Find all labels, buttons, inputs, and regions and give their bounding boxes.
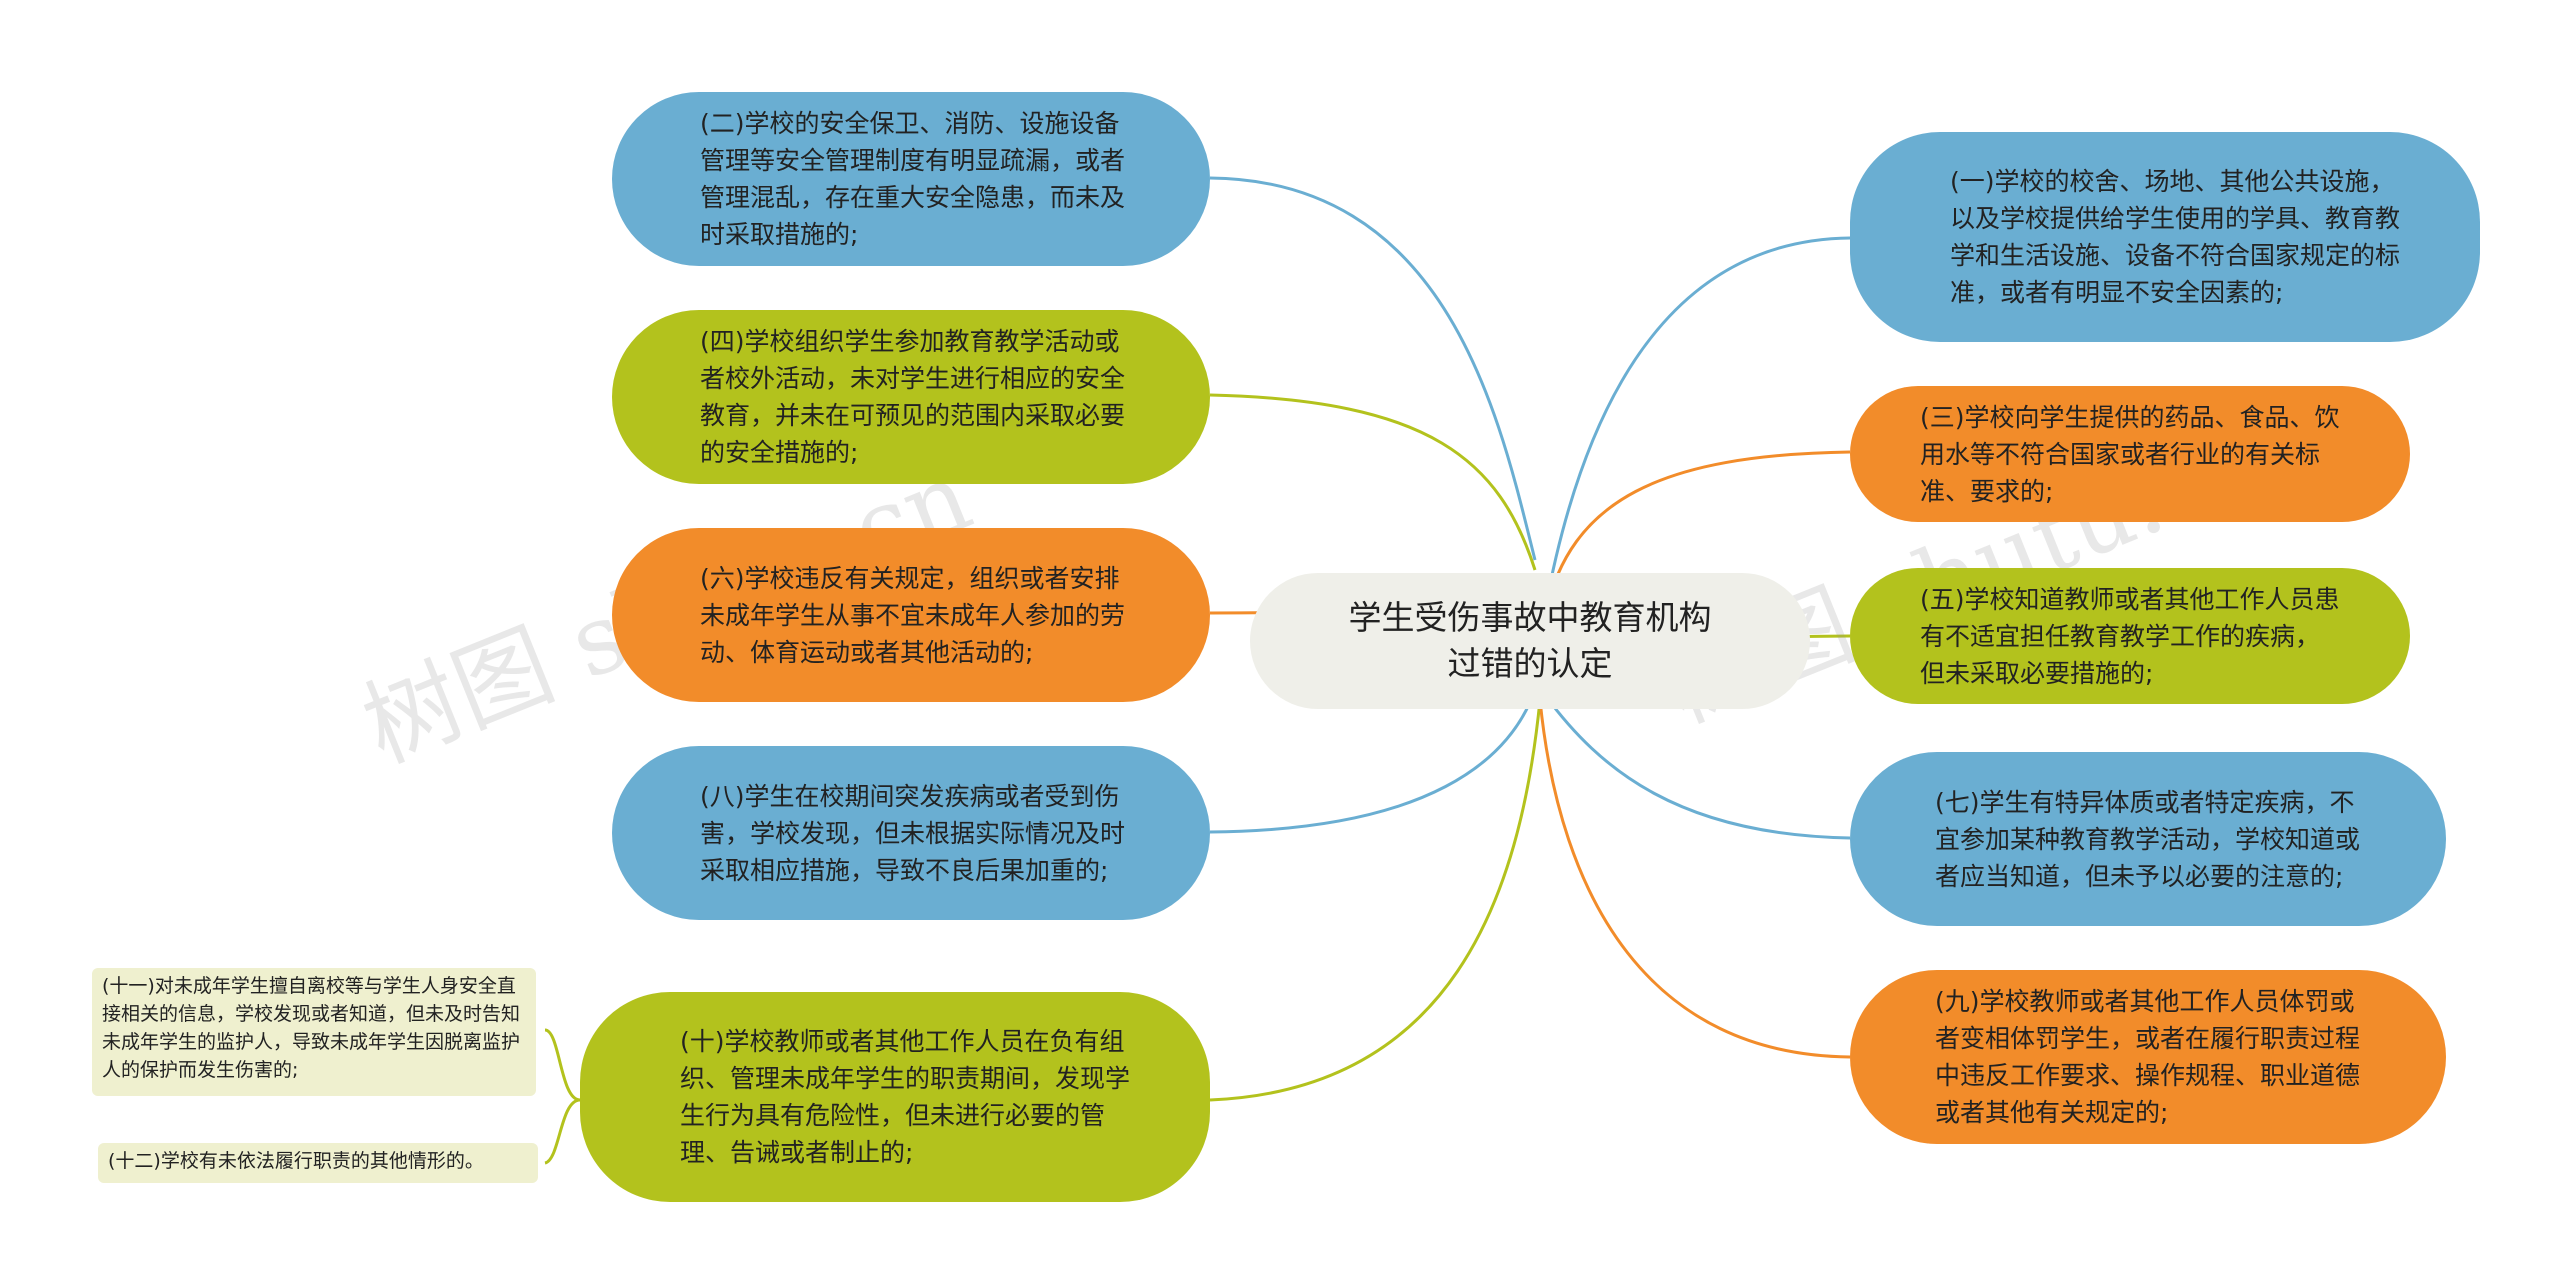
connector-ten [1209, 699, 1542, 1102]
node-four-text: (四)学校组织学生参加教育教学活动或者校外活动，未对学生进行相应的安全教育，并未… [700, 327, 1126, 467]
node-seven[interactable]: (七)学生有特异体质或者特定疾病，不宜参加某种教育教学活动，学校知道或者应当知道… [1850, 752, 2446, 926]
node-six[interactable]: (六)学校违反有关规定，组织或者安排未成年学生从事不宜未成年人参加的劳动、体育运… [612, 528, 1210, 702]
node-five-text: (五)学校知道教师或者其他工作人员患有不适宜担任教育教学工作的疾病，但未采取必要… [1920, 584, 2340, 688]
node-one-text: (一)学校的校舍、场地、其他公共设施，以及学校提供给学生使用的学具、教育教学和生… [1950, 167, 2401, 307]
leaf-twelve-text: (十二)学校有未依法履行职责的其他情形的。 [108, 1150, 484, 1172]
node-three-text: (三)学校向学生提供的药品、食品、饮用水等不符合国家或者行业的有关标准、要求的; [1920, 402, 2340, 506]
leaf-twelve[interactable]: (十二)学校有未依法履行职责的其他情形的。 [98, 1143, 538, 1183]
node-nine-text: (九)学校教师或者其他工作人员体罚或者变相体罚学生，或者在履行职责过程中违反工作… [1935, 987, 2361, 1127]
node-seven-text: (七)学生有特异体质或者特定疾病，不宜参加某种教育教学活动，学校知道或者应当知道… [1935, 787, 2361, 891]
node-eight[interactable]: (八)学生在校期间突发疾病或者受到伤害，学校发现，但未根据实际情况及时采取相应措… [612, 746, 1210, 920]
node-eight-text: (八)学生在校期间突发疾病或者受到伤害，学校发现，但未根据实际情况及时采取相应措… [700, 781, 1126, 885]
node-two-text: (二)学校的安全保卫、消防、设施设备管理等安全管理制度有明显疏漏，或者管理混乱，… [700, 109, 1126, 249]
connector-seven [1543, 694, 1851, 840]
node-ten-text: (十)学校教师或者其他工作人员在负有组织、管理未成年学生的职责期间，发现学生行为… [680, 1027, 1131, 1167]
connector-four [1209, 393, 1537, 571]
connector-two [1209, 176, 1537, 561]
node-nine[interactable]: (九)学校教师或者其他工作人员体罚或者变相体罚学生，或者在履行职责过程中违反工作… [1850, 970, 2446, 1144]
leaf-eleven[interactable]: (十一)对未成年学生擅自离校等与学生人身安全直接相关的信息，学校发现或者知道，但… [92, 968, 536, 1096]
node-six-text: (六)学校违反有关规定，组织或者安排未成年学生从事不宜未成年人参加的劳动、体育运… [700, 563, 1126, 667]
center-topic-line2: 过错的认定 [1447, 644, 1613, 683]
connector-three [1543, 450, 1851, 616]
node-three[interactable]: (三)学校向学生提供的药品、食品、饮用水等不符合国家或者行业的有关标准、要求的; [1850, 386, 2410, 522]
node-ten[interactable]: (十)学校教师或者其他工作人员在负有组织、管理未成年学生的职责期间，发现学生行为… [580, 992, 1210, 1202]
connector-nine [1538, 699, 1851, 1059]
center-topic-line1: 学生受伤事故中教育机构 [1348, 598, 1712, 637]
node-four[interactable]: (四)学校组织学生参加教育教学活动或者校外活动，未对学生进行相应的安全教育，并未… [612, 310, 1210, 484]
center-topic[interactable]: 学生受伤事故中教育机构 过错的认定 [1250, 573, 1810, 709]
connector-eight [1209, 689, 1537, 834]
node-two[interactable]: (二)学校的安全保卫、消防、设施设备管理等安全管理制度有明显疏漏，或者管理混乱，… [612, 92, 1210, 266]
connector-one [1543, 236, 1851, 611]
leaf-eleven-text: (十一)对未成年学生擅自离校等与学生人身安全直接相关的信息，学校发现或者知道，但… [102, 975, 521, 1081]
node-five[interactable]: (五)学校知道教师或者其他工作人员患有不适宜担任教育教学工作的疾病，但未采取必要… [1850, 568, 2410, 704]
connector-leaves [544, 1028, 581, 1165]
node-one[interactable]: (一)学校的校舍、场地、其他公共设施，以及学校提供给学生使用的学具、教育教学和生… [1850, 132, 2480, 342]
